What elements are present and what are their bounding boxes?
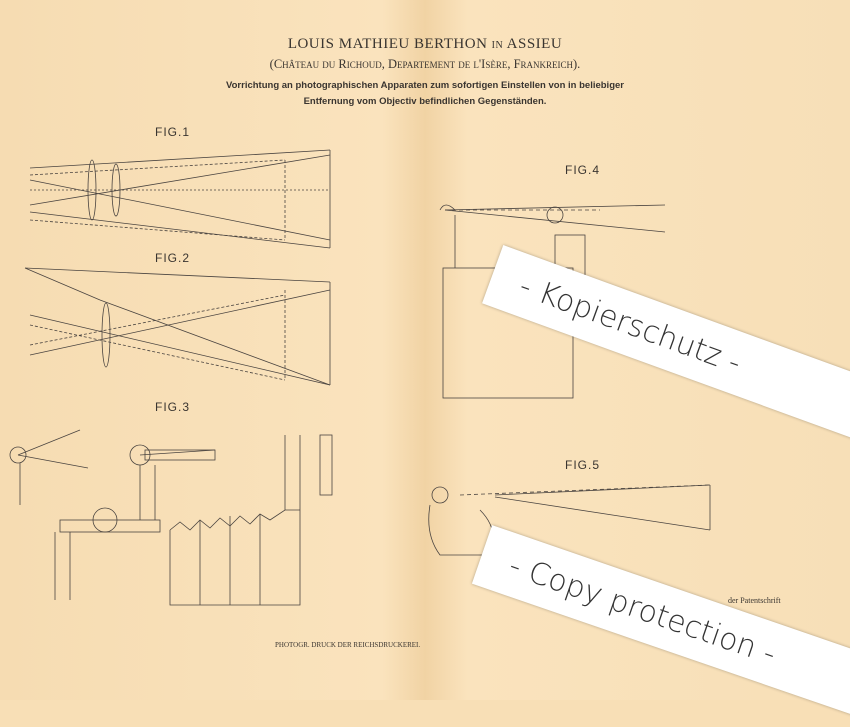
printer-imprint: PHOTOGR. DRUCK DER REICHSDRUCKEREI. — [275, 641, 421, 649]
fig3-label: FIG.3 — [155, 400, 191, 414]
subtitle-line-2: Entfernung vom Objectiv befindlichen Geg… — [303, 96, 547, 107]
inventor-place: ASSIEU — [506, 36, 563, 52]
fig3-drawing — [9, 429, 333, 606]
fig1-drawing — [29, 149, 331, 249]
fig1-label: FIG.1 — [155, 125, 191, 139]
patent-drawings — [9, 149, 711, 606]
inventor-line: LOUIS MATHIEU BERTHON IN ASSIEU — [0, 36, 850, 53]
inventor-name: LOUIS MATHIEU BERTHON — [287, 36, 488, 52]
fig2-drawing — [24, 267, 331, 386]
patent-note: der Patentschrift — [728, 596, 781, 605]
fig4-label: FIG.4 — [565, 163, 601, 177]
in-word: IN — [491, 40, 504, 51]
fig5-drawing — [428, 484, 711, 556]
residence: (Château du Richoud, Departement de l'Is… — [269, 57, 581, 71]
fig2-label: FIG.2 — [155, 251, 191, 265]
fig5-label: FIG.5 — [565, 458, 601, 472]
subtitle-line-1: Vorrichtung an photographischen Apparate… — [226, 80, 624, 91]
